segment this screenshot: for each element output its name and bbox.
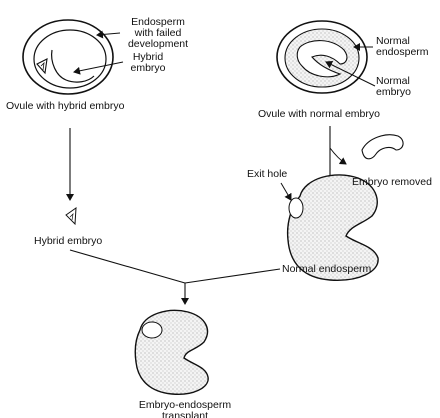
label-embryo-removed: Embryo removed: [352, 177, 432, 188]
label-transplant: Embryo-endosperm transplant: [125, 400, 245, 418]
label-endosperm-failed: Endosperm with failed development: [118, 17, 198, 50]
line-hybrid-to-merge: [70, 250, 185, 283]
label-normal-endosperm-ovule: Normal endosperm: [376, 36, 429, 58]
caption-ovule-hybrid: Ovule with hybrid embryo: [6, 101, 124, 112]
exit-hole: [289, 198, 303, 218]
label-hybrid-embryo: Hybrid embryo: [34, 236, 102, 247]
pointer-exit-hole: [281, 183, 291, 200]
line-endosperm-to-merge: [185, 269, 280, 283]
transplant-drawing: [135, 310, 208, 394]
label-hybrid-embryo-ovule: Hybrid embryo: [122, 52, 174, 74]
ovule-hybrid-inner: [34, 30, 106, 88]
transplanted-embryo: [142, 322, 162, 338]
ovule-normal-endosperm: [285, 29, 359, 87]
label-normal-endosperm: Normal endosperm: [282, 264, 371, 275]
label-normal-embryo-ovule: Normal embryo: [376, 76, 411, 98]
ovule-hybrid-drawing: [23, 20, 123, 94]
arrow-embryo-removed: [330, 148, 346, 164]
label-exit-hole: Exit hole: [247, 169, 287, 180]
ovule-normal-drawing: [277, 21, 375, 93]
embryo-removed-shape: [362, 135, 403, 159]
caption-ovule-normal: Ovule with normal embryo: [258, 109, 380, 120]
